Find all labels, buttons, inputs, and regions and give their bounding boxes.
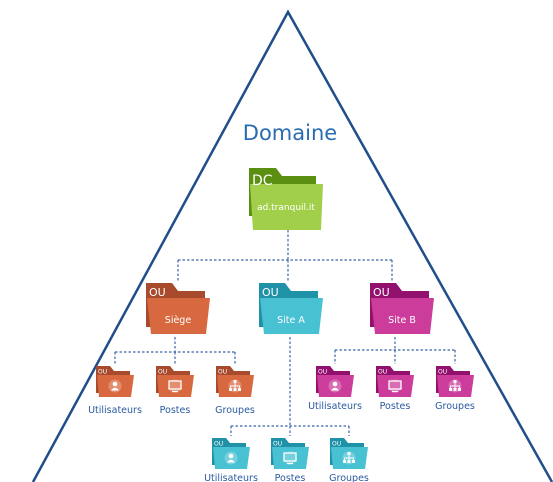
ou-siege-badge: OU: [149, 286, 166, 299]
monitor-icon: [168, 379, 182, 393]
sub-folder-site-b-postes: OU Postes: [376, 366, 414, 412]
sub-folder-badge: OU: [273, 441, 282, 448]
sub-folder-label-postes: Postes: [380, 401, 411, 412]
sub-folder-label-utilisateurs: Utilisateurs: [88, 405, 142, 416]
sub-folder-label-postes: Postes: [275, 473, 306, 482]
sub-folder-badge: OU: [438, 369, 447, 376]
monitor-icon: [283, 451, 297, 465]
network-icon: [448, 379, 462, 393]
sub-folder-site-a-postes: OU Postes: [271, 438, 309, 482]
ou-site-b-badge: OU: [373, 286, 390, 299]
sub-folder-label-postes: Postes: [160, 405, 191, 416]
network-icon: [228, 379, 242, 393]
network-icon: [342, 451, 356, 465]
sub-folder-badge: OU: [318, 369, 327, 376]
sub-folder-site-a-utilisateurs: OU Utilisateurs: [204, 438, 258, 482]
sub-folder-site-b-groupes: OU Groupes: [435, 366, 475, 412]
sub-folder-site-b-utilisateurs: OU Utilisateurs: [308, 366, 362, 412]
sub-folder-site-a-groupes: OU Groupes: [329, 438, 369, 482]
domain-title: Domaine: [243, 121, 337, 145]
user-icon: [224, 451, 238, 465]
sub-folder-badge: OU: [218, 369, 227, 376]
ou-site-a-badge: OU: [262, 286, 279, 299]
sub-folder-siege-postes: OU Postes: [156, 366, 194, 416]
sub-folder-label-groupes: Groupes: [215, 405, 255, 416]
ou-site-a-label: Site A: [277, 315, 305, 326]
dc-folder: DC ad.tranquil.it: [249, 168, 323, 230]
sub-folders: OUUtilisateursOUPostesOUGroupesOUUtilisa…: [88, 366, 475, 482]
user-icon: [108, 379, 122, 393]
sub-folder-label-groupes: Groupes: [329, 473, 369, 482]
sub-folder-siege-groupes: OU Groupes: [215, 366, 255, 416]
ou-site-a-folder: OU Site A: [259, 283, 323, 334]
sub-folder-label-utilisateurs: Utilisateurs: [308, 401, 362, 412]
sub-folder-badge: OU: [158, 369, 167, 376]
sub-folder-label-utilisateurs: Utilisateurs: [204, 473, 258, 482]
dc-badge: DC: [252, 173, 273, 189]
connectors: [114, 230, 456, 436]
ou-site-b-label: Site B: [388, 315, 416, 326]
sub-folder-badge: OU: [214, 441, 223, 448]
sub-folder-badge: OU: [98, 369, 107, 376]
ou-siege-label: Siège: [165, 315, 192, 326]
dc-label: ad.tranquil.it: [257, 203, 315, 213]
ou-siege-folder: OU Siège: [146, 283, 210, 334]
sub-folder-badge: OU: [378, 369, 387, 376]
sub-folder-siege-utilisateurs: OU Utilisateurs: [88, 366, 142, 416]
ou-site-b-folder: OU Site B: [370, 283, 434, 334]
sub-folder-label-groupes: Groupes: [435, 401, 475, 412]
monitor-icon: [388, 379, 402, 393]
user-icon: [328, 379, 342, 393]
domain-triangle: [31, 9, 553, 482]
sub-folder-badge: OU: [332, 441, 341, 448]
